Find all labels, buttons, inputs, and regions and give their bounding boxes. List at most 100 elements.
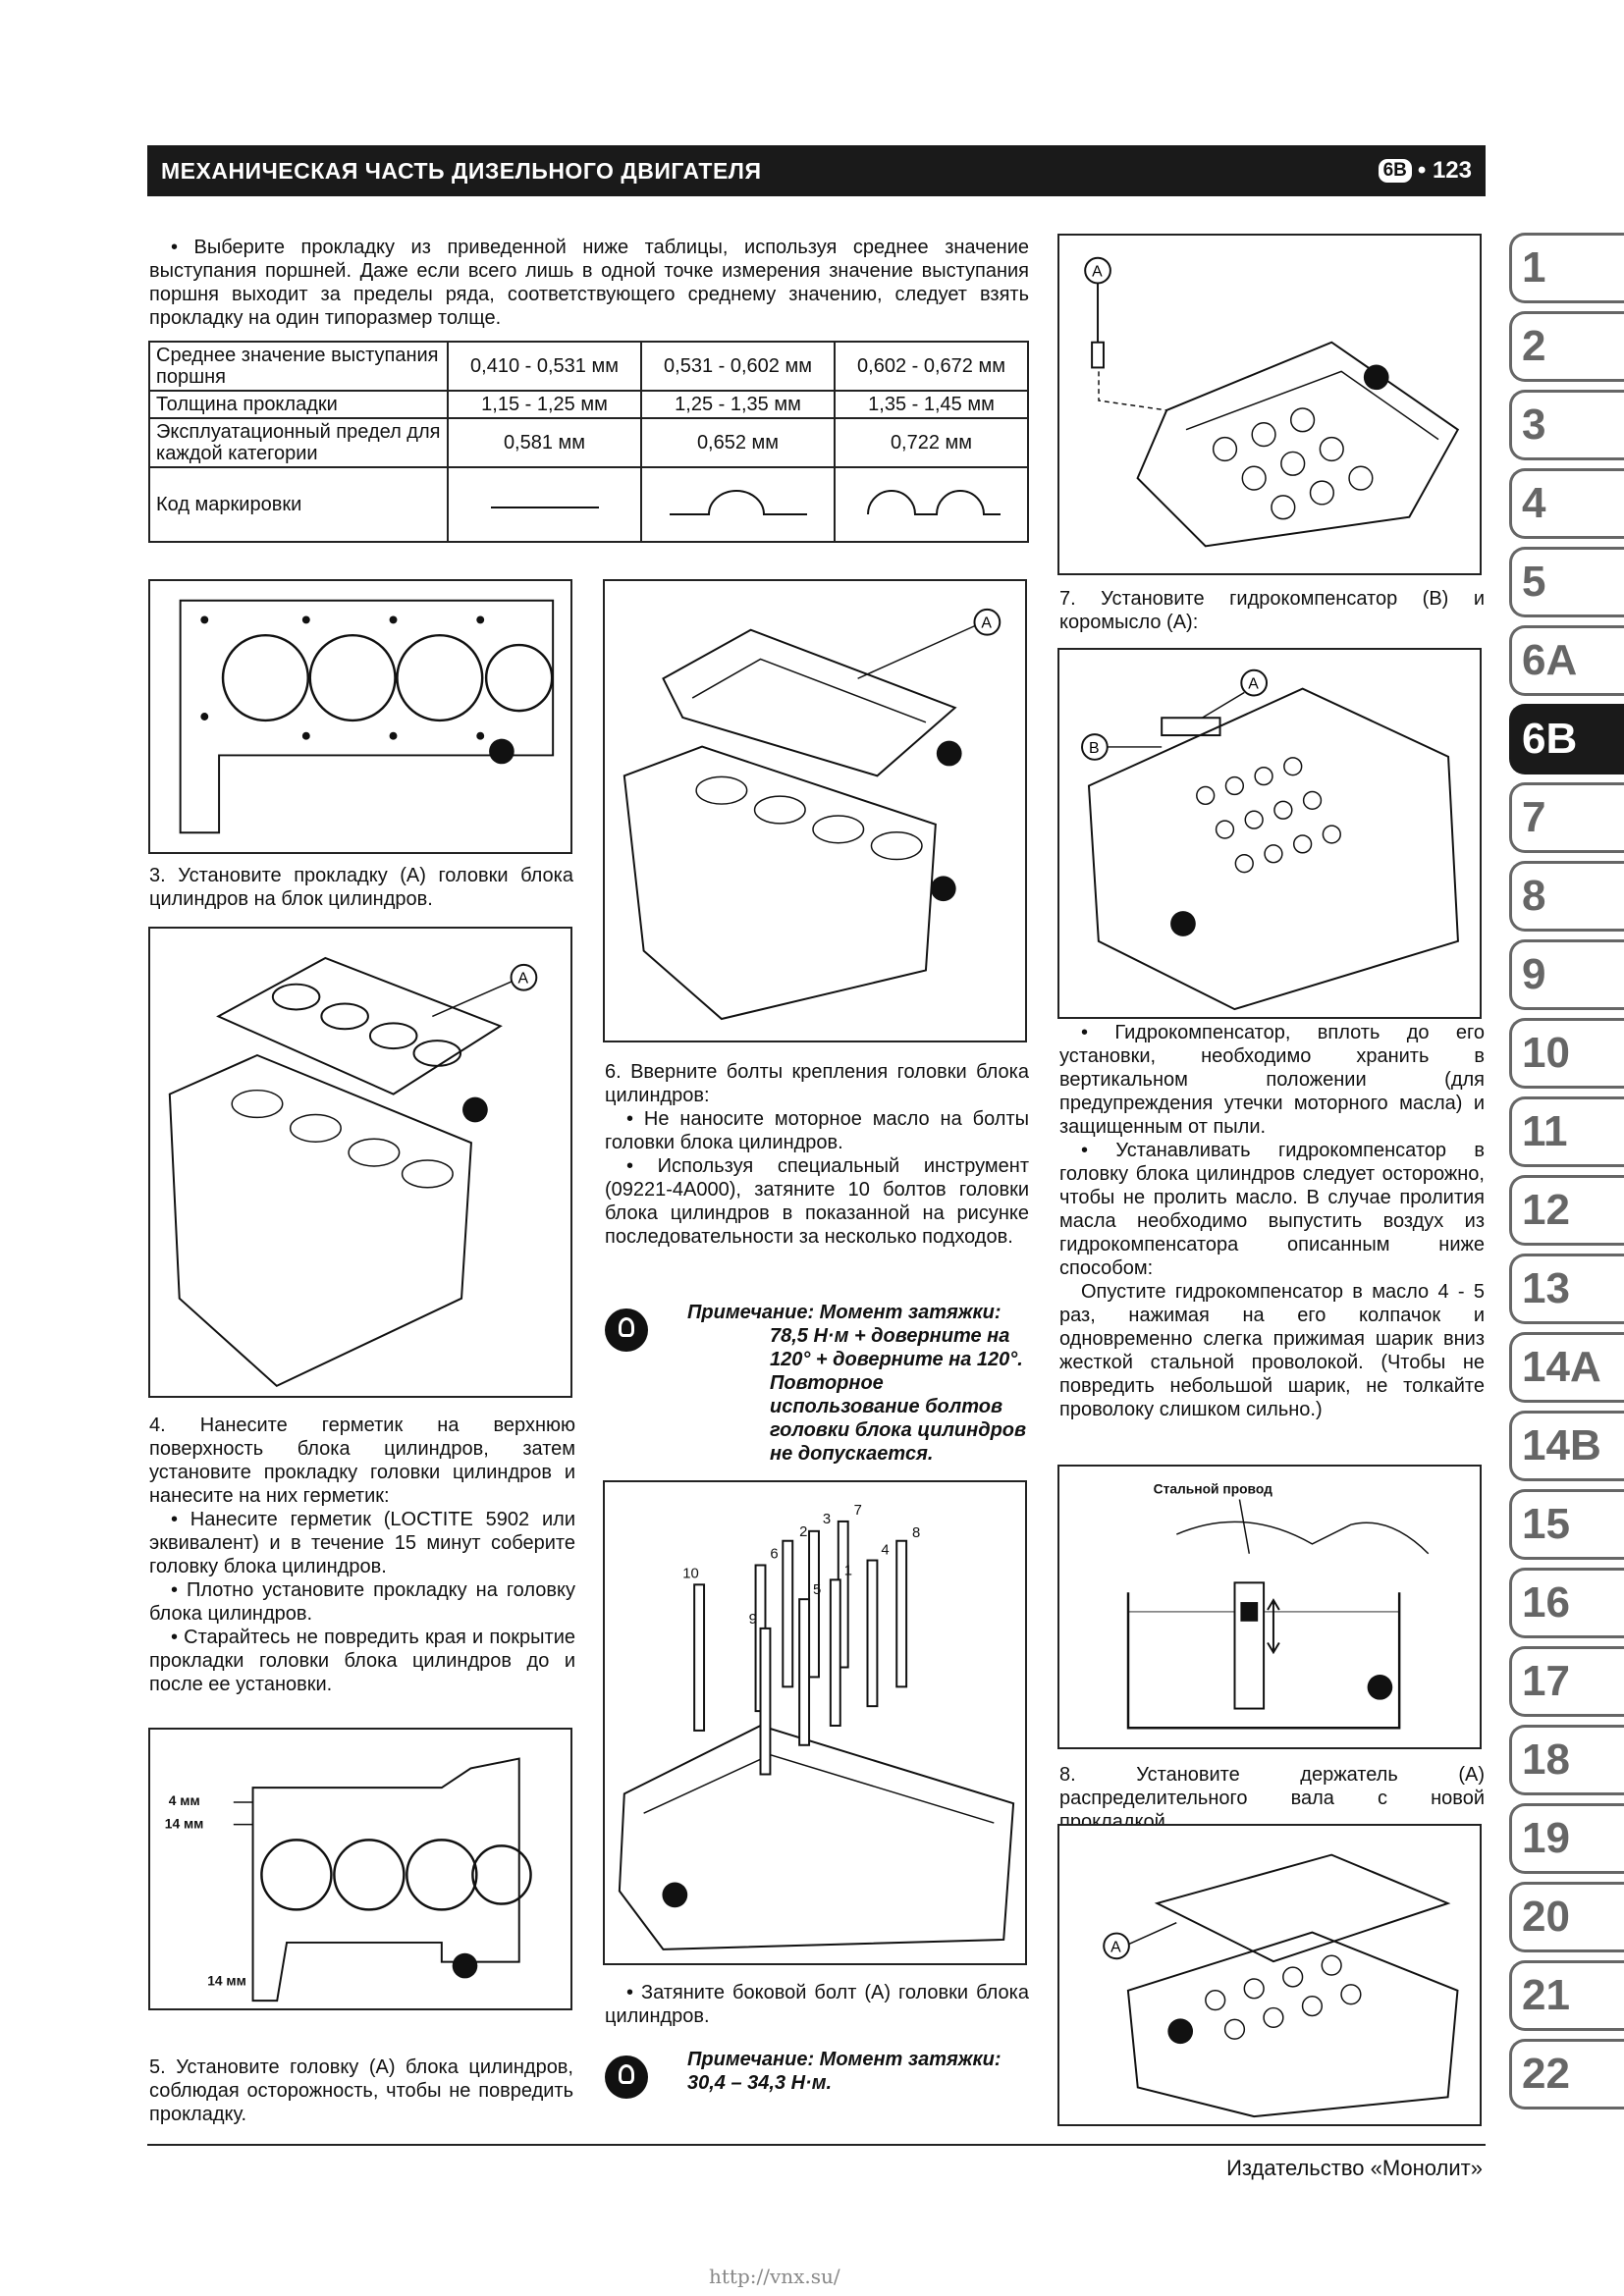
tab-11[interactable]: 11 xyxy=(1509,1096,1624,1167)
note-torque-1: Примечание: Момент затяжки: 78,5 Н·м + д… xyxy=(605,1301,1029,1466)
tab-16[interactable]: 16 xyxy=(1509,1568,1624,1638)
bolt-number: 9 xyxy=(749,1612,757,1628)
table-cell: Код маркировки xyxy=(148,466,449,543)
marking-code-two-humps xyxy=(834,466,1029,543)
callout-a-label: A xyxy=(1110,1939,1121,1955)
table-cell: 0,410 - 0,531 мм xyxy=(447,341,642,392)
tab-20[interactable]: 20 xyxy=(1509,1882,1624,1952)
tab-14a[interactable]: 14A xyxy=(1509,1332,1624,1403)
step-4-block: 4. Нанесите герметик на верхнюю поверхно… xyxy=(149,1414,575,1696)
bolt-number: 5 xyxy=(813,1582,821,1598)
bolt-number: 10 xyxy=(682,1566,699,1581)
bolt-number: 6 xyxy=(770,1547,778,1563)
tab-19[interactable]: 19 xyxy=(1509,1803,1624,1874)
tab-9[interactable]: 9 xyxy=(1509,939,1624,1010)
tab-1[interactable]: 1 xyxy=(1509,233,1624,303)
table-cell: 1,15 - 1,25 мм xyxy=(447,390,642,419)
figure-head-block: A xyxy=(603,579,1027,1042)
marking-one-hump xyxy=(669,489,807,515)
tab-14b[interactable]: 14B xyxy=(1509,1411,1624,1481)
step-7-text: 7. Установите гидрокомпенсатор (В) и кор… xyxy=(1059,588,1485,633)
figure-lash-adjuster: A B xyxy=(1057,648,1482,1019)
table-cell: Среднее значение выступания поршня xyxy=(148,341,449,392)
tab-17[interactable]: 17 xyxy=(1509,1646,1624,1717)
table-cell: 0,581 мм xyxy=(447,417,642,468)
side-bolt-text: • Затяните боковой болт (А) головки блок… xyxy=(605,1982,1029,2027)
callout-a-label: A xyxy=(1248,676,1259,693)
callout-a-label: A xyxy=(518,971,529,988)
table-cell: 0,602 - 0,672 мм xyxy=(834,341,1029,392)
tab-18[interactable]: 18 xyxy=(1509,1725,1624,1795)
publisher-name: Издательство «Монолит» xyxy=(1226,2156,1483,2180)
block-dims-drawing: 4 мм 14 мм 14 мм xyxy=(165,1757,532,2002)
tab-2[interactable]: 2 xyxy=(1509,311,1624,382)
tab-6a[interactable]: 6A xyxy=(1509,625,1624,696)
head-block-drawing: A xyxy=(623,608,1001,1021)
tab-22[interactable]: 22 xyxy=(1509,2039,1624,2109)
step-6-bullet-1: • Не наносите моторное масло на болты го… xyxy=(605,1108,1029,1153)
step-4-bullet-1: • Нанесите герметик (LOCTITE 5902 или эк… xyxy=(149,1509,575,1577)
step-6-bullet-2: • Используя специальный инструмент (0922… xyxy=(605,1155,1029,1248)
tab-8[interactable]: 8 xyxy=(1509,861,1624,932)
bolt-number: 3 xyxy=(823,1512,831,1527)
bolt-number: 1 xyxy=(844,1563,852,1578)
tab-12[interactable]: 12 xyxy=(1509,1175,1624,1246)
lightbulb-icon xyxy=(605,1308,648,1352)
callout-b-label: B xyxy=(1089,740,1100,757)
table-row: Эксплуатационный предел для каждой катег… xyxy=(148,417,1029,468)
step-6-text: 6. Вверните болты крепления головки блок… xyxy=(605,1061,1029,1106)
table-cell: Толщина прокладки xyxy=(148,390,449,419)
tab-7[interactable]: 7 xyxy=(1509,782,1624,853)
figure-camshaft-holder: A xyxy=(1057,1824,1482,2126)
dim-14mm-bottom: 14 мм xyxy=(207,1973,246,1988)
callout-a-label: A xyxy=(1092,264,1103,281)
cylinder-head-drawing: A xyxy=(1084,256,1460,548)
steel-wire-label: Стальной провод xyxy=(1154,1482,1272,1497)
step-4-text: 4. Нанесите герметик на верхнюю поверхно… xyxy=(149,1415,575,1507)
gasket-drawing xyxy=(179,599,555,834)
page-label: • 123 xyxy=(1417,157,1472,184)
page-header: МЕХАНИЧЕСКАЯ ЧАСТЬ ДИЗЕЛЬНОГО ДВИГАТЕЛЯ … xyxy=(147,145,1486,196)
tab-15[interactable]: 15 xyxy=(1509,1489,1624,1560)
tab-6b[interactable]: 6B xyxy=(1509,704,1624,774)
table-cell: 0,652 мм xyxy=(640,417,836,468)
figure-cylinder-head: A xyxy=(1057,234,1482,575)
step-5-text: 5. Установите головку (А) блока цилиндро… xyxy=(149,2056,573,2125)
step-7-notes: • Гидрокомпенсатор, вплоть до его устано… xyxy=(1059,1021,1485,1421)
note-2-text: Примечание: Момент затяжки: 30,4 – 34,3 … xyxy=(687,2049,1001,2094)
bolt-number: 7 xyxy=(854,1503,862,1519)
marking-code-flat xyxy=(447,466,642,543)
note-torque-2: Примечание: Момент затяжки: 30,4 – 34,3 … xyxy=(605,2048,1029,2099)
table-row: Толщина прокладки 1,15 - 1,25 мм 1,25 - … xyxy=(148,390,1029,419)
section-badge: 6B xyxy=(1378,159,1412,183)
table-cell: 0,722 мм xyxy=(834,417,1029,468)
table-cell: 0,531 - 0,602 мм xyxy=(640,341,836,392)
table-row: Код маркировки xyxy=(148,466,1029,543)
marking-code-one-hump xyxy=(640,466,836,543)
step-4-bullet-2: • Плотно установите прокладку на головку… xyxy=(149,1579,575,1625)
tab-4[interactable]: 4 xyxy=(1509,468,1624,539)
dim-14mm-top: 14 мм xyxy=(165,1817,204,1832)
figure-gasket xyxy=(148,579,572,854)
dim-4mm: 4 мм xyxy=(169,1793,200,1808)
tab-21[interactable]: 21 xyxy=(1509,1960,1624,2031)
bolt-sequence-drawing: 10 6 2 3 7 9 5 1 4 8 xyxy=(618,1503,1015,1950)
bolt-number: 4 xyxy=(881,1543,889,1559)
camshaft-holder-drawing: A xyxy=(1103,1853,1459,2118)
page-number: 6B • 123 xyxy=(1378,157,1472,185)
table-row: Среднее значение выступания поршня 0,410… xyxy=(148,341,1029,392)
gasket-on-block-drawing: A xyxy=(168,956,538,1388)
lightbulb-icon xyxy=(605,2056,648,2099)
bolt-number: 8 xyxy=(912,1525,920,1541)
tab-10[interactable]: 10 xyxy=(1509,1018,1624,1089)
gasket-table: Среднее значение выступания поршня 0,410… xyxy=(148,341,1029,543)
callout-a-label: A xyxy=(981,615,992,632)
step-7-bullet-3: Опустите гидрокомпенсатор в масло 4 - 5 … xyxy=(1059,1281,1485,1420)
intro-text: • Выберите прокладку из приведенной ниже… xyxy=(149,237,1029,329)
tab-5[interactable]: 5 xyxy=(1509,547,1624,617)
step-4-bullet-3: • Старайтесь не повредить края и покрыти… xyxy=(149,1627,575,1695)
tab-13[interactable]: 13 xyxy=(1509,1254,1624,1324)
figure-bolt-sequence: 10 6 2 3 7 9 5 1 4 8 xyxy=(603,1480,1027,1965)
tab-3[interactable]: 3 xyxy=(1509,390,1624,460)
source-url[interactable]: http://vnx.su/ xyxy=(709,2265,840,2288)
